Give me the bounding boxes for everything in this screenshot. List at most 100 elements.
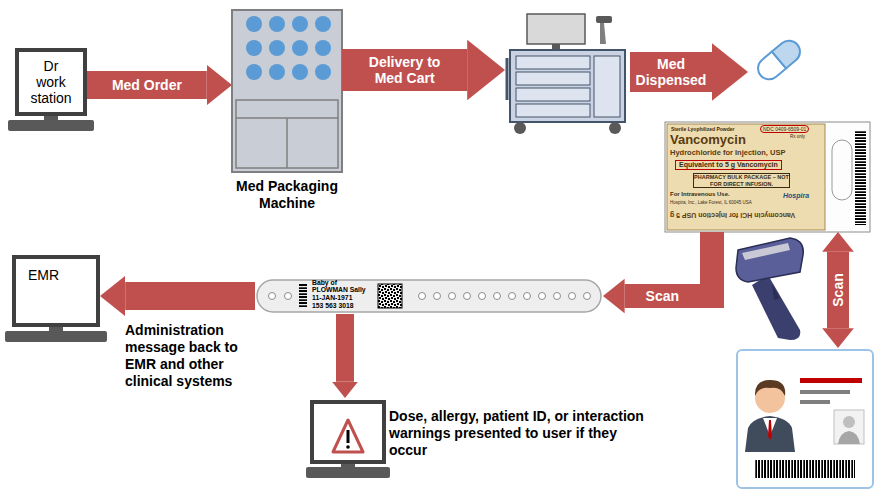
node-text: EMR	[28, 267, 59, 283]
med-cart-part	[516, 72, 590, 85]
node-text: Baby of PLOWMAN Sally	[312, 279, 370, 293]
med-cart-part	[600, 23, 606, 44]
emr-screen: EMR	[12, 255, 100, 327]
packaging-machine-part	[292, 16, 308, 32]
warning-monitor-part	[346, 445, 350, 449]
wristband-part	[479, 293, 486, 300]
id-card-part	[737, 350, 873, 488]
wristband-part	[419, 293, 426, 300]
drug-label: Sterile Lyophilized Powder NDC 0409-6509-…	[665, 122, 870, 232]
barcode-scanner-part	[736, 238, 803, 282]
wristband-part	[509, 293, 516, 300]
label-text: NDC 0409-6509-01	[760, 125, 809, 133]
arrow-label: Scan	[830, 273, 846, 306]
packaging-machine	[232, 10, 342, 172]
block-arrow	[630, 52, 712, 92]
id-card	[737, 350, 873, 488]
packaging-machine-part	[315, 16, 331, 32]
id-card-part	[745, 416, 795, 452]
wristband-part	[285, 293, 292, 300]
label-text: PHARMACY BULK PACKAGE – NOT FOR DIRECT I…	[693, 173, 790, 188]
block-arrow	[87, 71, 207, 99]
label-text: For Intravenous Use.	[670, 191, 730, 198]
drug-label-part	[855, 130, 866, 225]
monitor-base	[8, 116, 94, 131]
pill-capsule	[748, 30, 810, 90]
wristband-part	[584, 293, 591, 300]
barcode-scanner-part	[742, 243, 790, 260]
block-arrow	[336, 314, 354, 382]
drug-label-part	[665, 122, 870, 232]
id-card-part	[755, 460, 855, 478]
packaging-machine-part	[286, 118, 288, 168]
label-text: Rx only	[790, 134, 805, 139]
barcode-scanner-part	[772, 284, 780, 300]
packaging-machine-part	[292, 64, 308, 80]
label-text: Equivalent to 5 g Vancomycin	[675, 160, 782, 170]
med-cart-part	[594, 56, 620, 117]
packaging-machine-part	[315, 40, 331, 56]
packaging-machine-part	[269, 40, 285, 56]
warning-monitor	[306, 402, 390, 478]
wristband-part	[269, 293, 276, 300]
med-cart-part	[516, 88, 590, 101]
node-text: Dose, allergy, patient ID, or interactio…	[389, 408, 651, 459]
node-text: Dr work station	[28, 58, 74, 106]
wristband-part	[524, 293, 531, 300]
warning-display: Dose, allergy, patient ID, or interactio…	[305, 398, 655, 486]
id-card-part	[755, 380, 785, 396]
pill-capsule-part	[772, 36, 805, 68]
warning-monitor-part	[347, 430, 350, 443]
id-card-part	[800, 400, 830, 404]
med-cart-part	[516, 104, 590, 117]
id-card-part	[838, 431, 860, 444]
wristband-part	[464, 293, 471, 300]
id-card-part	[800, 390, 850, 394]
drug-label-part	[667, 124, 825, 230]
pill-capsule	[754, 36, 805, 84]
wristband-part	[378, 284, 402, 308]
monitor-base-part	[5, 331, 107, 342]
wristband-part	[554, 293, 561, 300]
med-cart-part	[516, 56, 590, 69]
wristband	[257, 280, 601, 312]
monitor-base-part	[8, 120, 94, 131]
barcode-scanner	[736, 238, 803, 340]
wristband-part	[257, 280, 601, 312]
packaging-machine-part	[315, 64, 331, 80]
med-cart-part	[609, 122, 621, 134]
block-arrow	[827, 252, 849, 328]
packaging-machine-part	[236, 100, 338, 168]
patient-wristband: Baby of PLOWMAN Sally11-JAN-1971153 563 …	[255, 278, 603, 314]
block-arrow	[342, 49, 467, 91]
arrow-label: Delivery to Med Cart	[359, 54, 451, 86]
wristband-part	[449, 293, 456, 300]
packaging-machine-part	[246, 16, 262, 32]
drug-label	[665, 122, 870, 232]
packaging-machine-part	[246, 64, 262, 80]
barcode-scanner-part	[752, 275, 800, 340]
label-text: Sterile Lyophilized Powder	[671, 126, 734, 132]
wristband-part	[569, 293, 576, 300]
node-text: 153 563 3018	[312, 302, 354, 309]
warning-monitor-part	[312, 402, 384, 462]
node-text: 11-JAN-1971	[312, 294, 352, 301]
med-cart-part	[506, 58, 509, 100]
packaging-machine-part	[232, 10, 342, 172]
id-card	[735, 348, 875, 490]
packaging-machine-part	[269, 64, 285, 80]
med-cart	[507, 14, 625, 134]
label-text: Vancomycin HCl for Injection USP 5 g	[670, 211, 795, 220]
id-card-part	[768, 420, 772, 440]
label-text: Hospira	[783, 192, 809, 200]
edge-caption: Administration message back to EMR and o…	[125, 322, 253, 390]
packaging-machine-part	[246, 40, 262, 56]
label-text: Vancomycin	[670, 133, 746, 147]
id-card-part	[834, 410, 864, 444]
packaging-machine-part	[269, 16, 285, 32]
med-cart-part	[514, 122, 526, 134]
monitor-base	[5, 327, 107, 342]
